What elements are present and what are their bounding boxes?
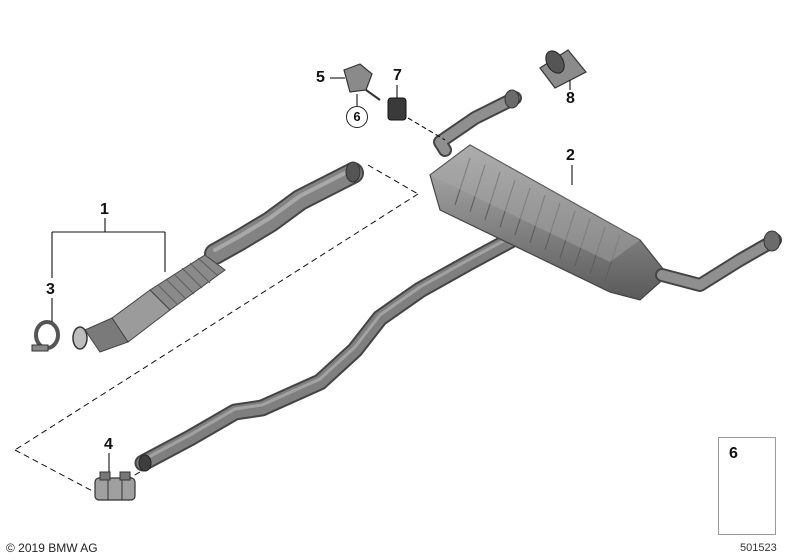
center-pipe: [134, 226, 529, 472]
pipe-clamp-4: [94, 471, 136, 501]
callout-3: 3: [46, 281, 55, 298]
callout-8: 8: [566, 90, 575, 107]
callout-4: 4: [104, 436, 113, 453]
leader-lines: [51, 77, 573, 472]
rear-muffler: [429, 144, 669, 301]
callout-7: 7: [393, 67, 402, 84]
tail-pipe-upper: [433, 89, 522, 157]
callout-1: 1: [100, 201, 109, 218]
tail-pipe-lower: [655, 230, 782, 292]
clamp-ring-3: [31, 320, 60, 352]
callout-6-circled: 6: [346, 106, 368, 128]
catalytic-converter: [72, 254, 226, 353]
callout-5: 5: [316, 69, 325, 86]
front-pipe: [204, 161, 364, 265]
copyright-text: © 2019 BMW AG: [6, 541, 98, 555]
callout-2: 2: [566, 147, 575, 164]
hanger-bracket-5: [343, 63, 381, 101]
legend-callout-6: 6: [729, 445, 738, 462]
legend-box: [718, 437, 776, 535]
tailpipe-tip-8: [539, 49, 587, 89]
diagram-id: 501523: [740, 542, 777, 554]
rubber-mount-7: [387, 97, 407, 121]
